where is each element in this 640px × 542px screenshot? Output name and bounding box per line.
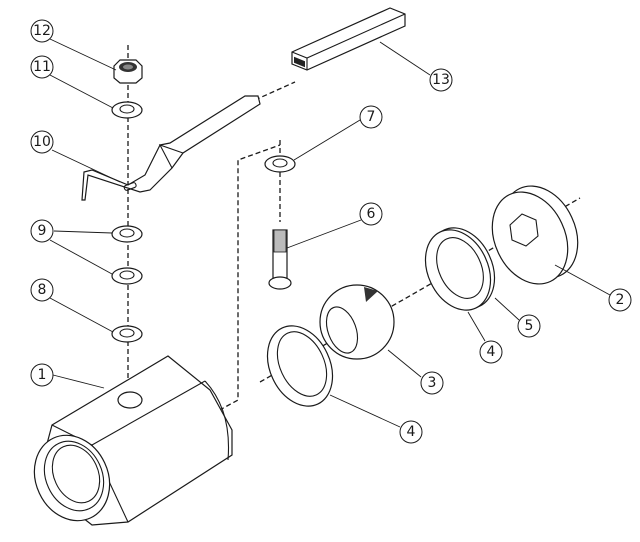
end-plug xyxy=(491,185,579,285)
callout-1: 1 xyxy=(30,363,54,387)
callout-2: 2 xyxy=(608,288,632,312)
svg-text:6: 6 xyxy=(367,206,376,222)
svg-text:1: 1 xyxy=(38,367,47,383)
svg-text:4: 4 xyxy=(407,424,416,440)
svg-text:3: 3 xyxy=(428,375,437,391)
stem xyxy=(268,229,292,290)
svg-text:10: 10 xyxy=(33,134,51,150)
svg-text:11: 11 xyxy=(33,59,51,75)
svg-text:8: 8 xyxy=(38,282,47,298)
svg-text:7: 7 xyxy=(367,109,376,125)
svg-text:4: 4 xyxy=(487,344,496,360)
ball xyxy=(319,284,395,360)
callout-13: 13 xyxy=(429,68,453,92)
nut xyxy=(113,59,143,84)
callout-3: 3 xyxy=(420,371,444,395)
callout-7: 7 xyxy=(359,105,383,129)
svg-text:12: 12 xyxy=(33,23,51,39)
svg-text:5: 5 xyxy=(525,318,534,334)
callout-6: 6 xyxy=(359,202,383,226)
svg-text:2: 2 xyxy=(616,292,625,308)
svg-text:9: 9 xyxy=(38,223,47,239)
callout-10: 10 xyxy=(30,130,54,154)
washer-9-upper xyxy=(111,225,143,243)
callout-11: 11 xyxy=(30,55,54,79)
washer-8 xyxy=(111,325,143,343)
handle-lever xyxy=(81,95,261,201)
callout-5: 5 xyxy=(517,314,541,338)
svg-text:13: 13 xyxy=(432,72,450,88)
callout-9: 9 xyxy=(30,219,54,243)
leader-lines xyxy=(49,38,611,428)
callout-12: 12 xyxy=(30,19,54,43)
seat-lower xyxy=(266,325,334,407)
washers xyxy=(111,101,296,343)
washer-7 xyxy=(264,155,296,173)
callout-8: 8 xyxy=(30,278,54,302)
callout-4-upper: 4 xyxy=(479,340,503,364)
valve-body xyxy=(33,355,233,526)
washer-9-lower xyxy=(111,267,143,285)
seat-upper xyxy=(424,227,496,311)
washer-11 xyxy=(111,101,143,119)
callout-4-lower: 4 xyxy=(399,420,423,444)
handle-grip xyxy=(291,7,406,71)
